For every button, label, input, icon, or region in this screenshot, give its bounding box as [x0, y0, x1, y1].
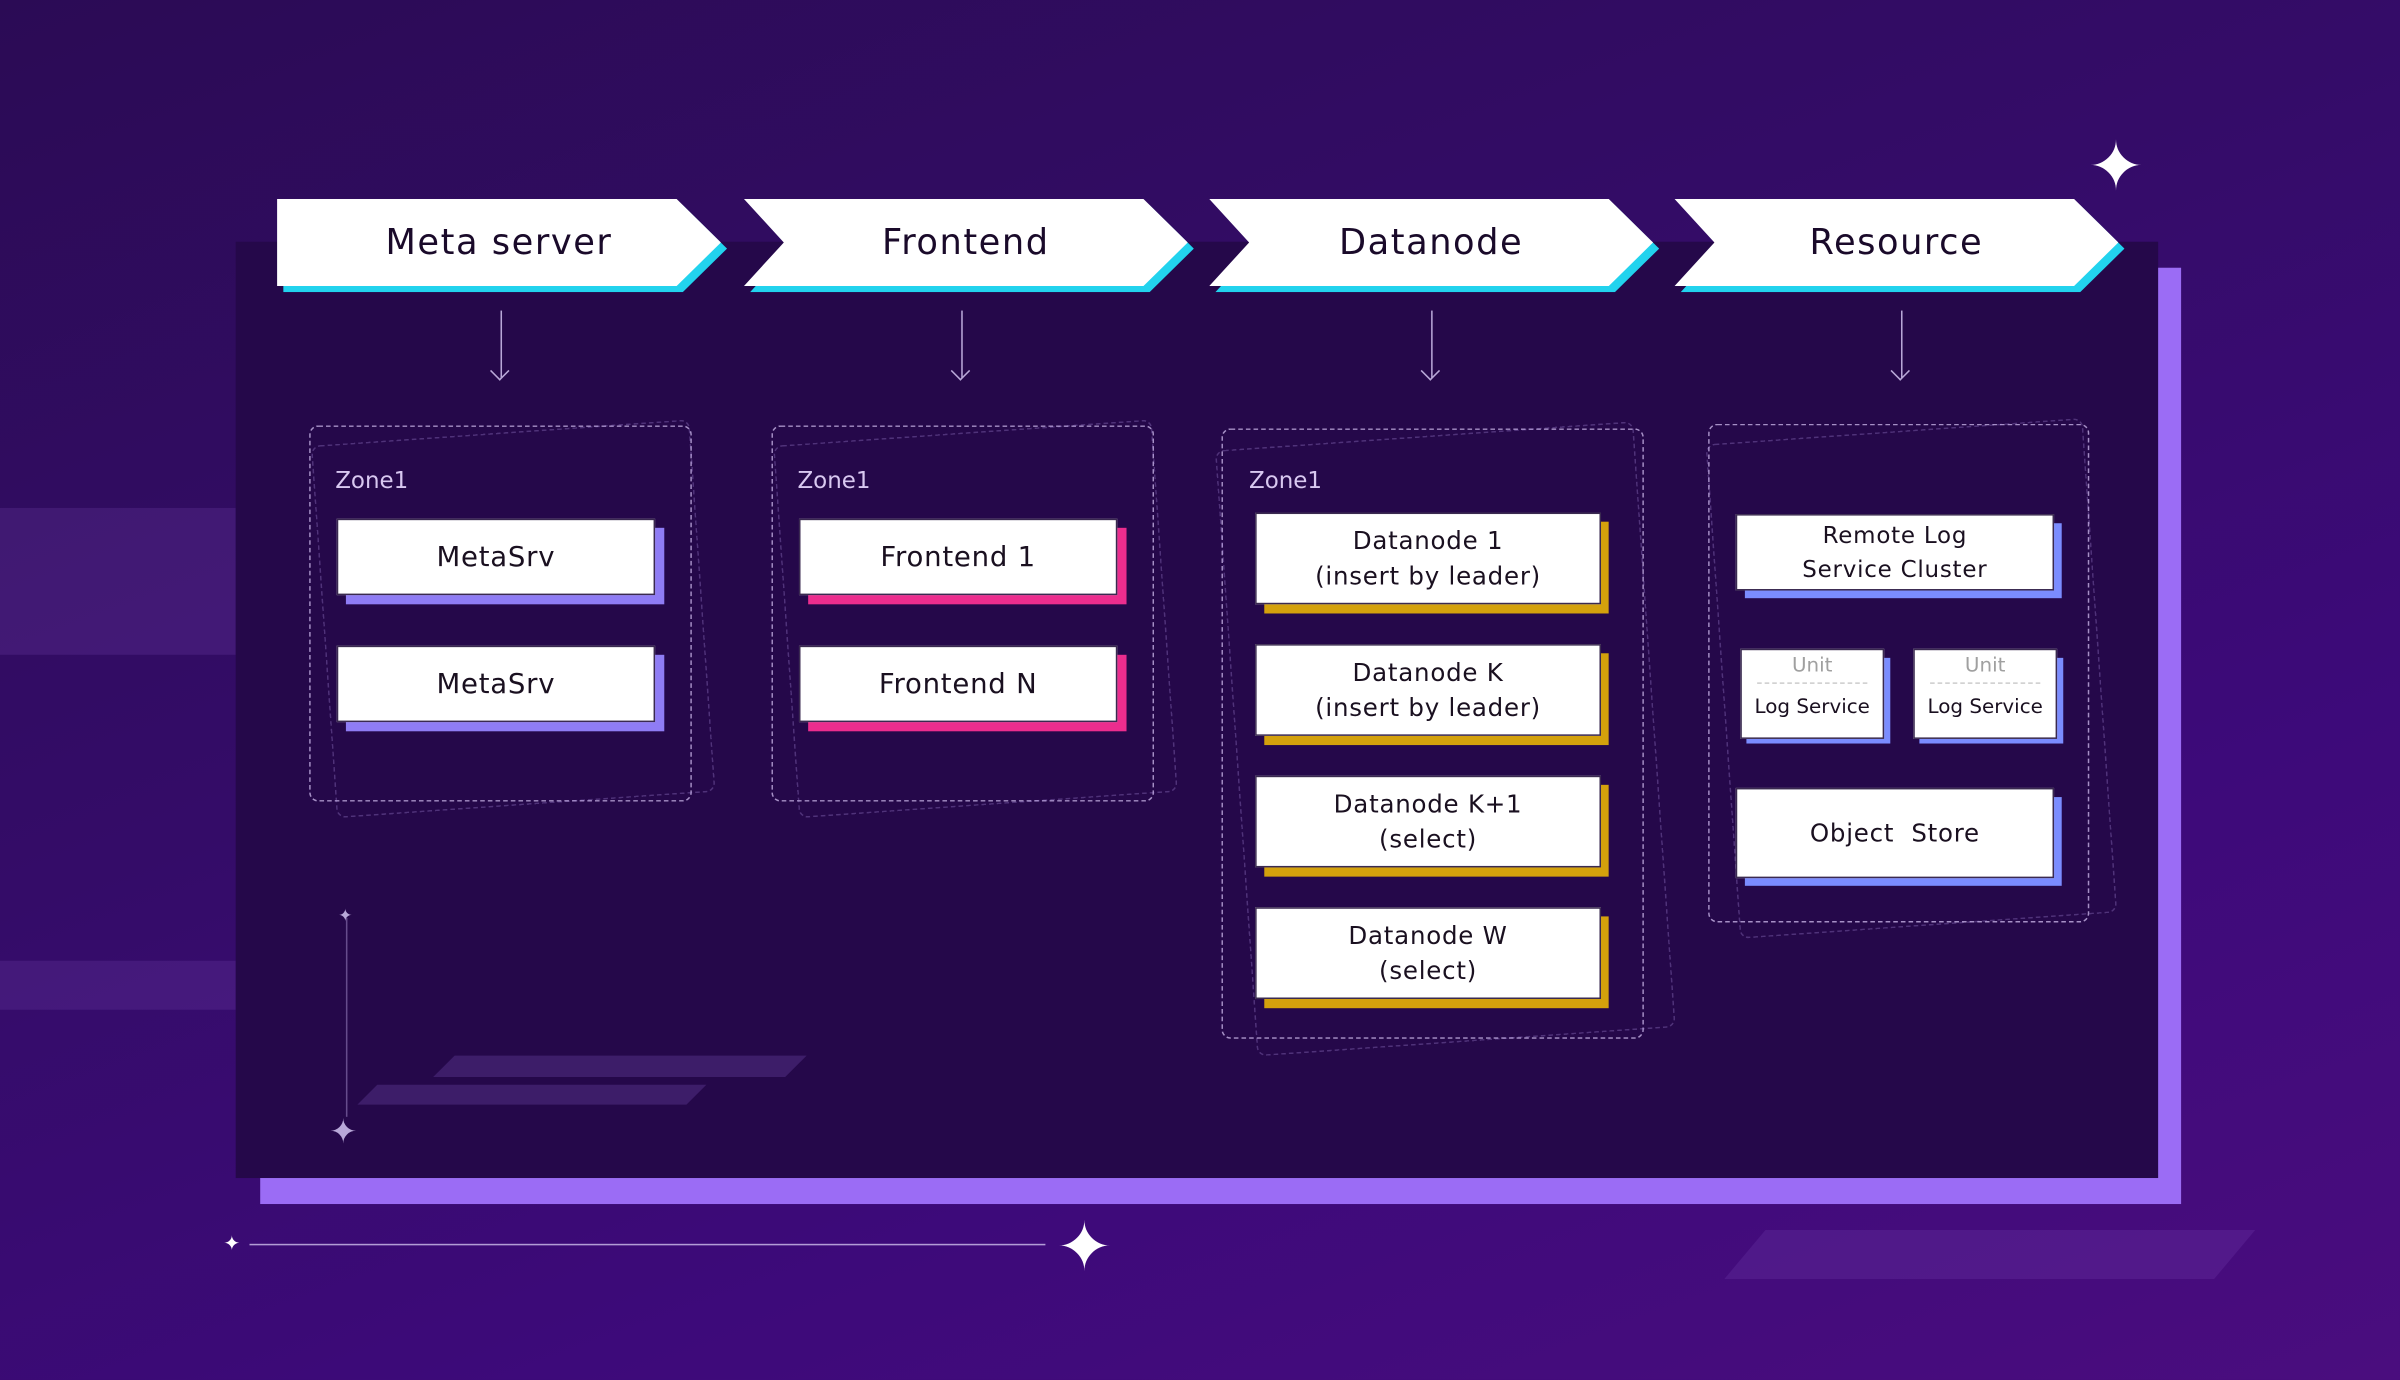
decor-bar	[357, 1084, 707, 1105]
header-datanode: Datanode	[1209, 198, 1660, 293]
zone-label: Zone1	[335, 466, 409, 495]
metasrv-node: MetaSrv	[336, 645, 656, 723]
zone-label: Zone1	[797, 466, 871, 495]
background-stripe	[0, 507, 236, 655]
background-stripe	[0, 960, 236, 1010]
zone-resource	[1705, 417, 2118, 939]
datanode-node: Datanode K (insert by leader)	[1255, 644, 1602, 736]
node-name: Datanode K+1	[1333, 789, 1523, 819]
sparkle-icon: ✦	[223, 1233, 241, 1257]
sparkle-icon: ✦	[338, 905, 353, 926]
decor-bar	[433, 1055, 807, 1078]
datanode-node: Datanode K+1 (select)	[1255, 775, 1602, 868]
cluster-label: Service Cluster	[1802, 555, 1988, 583]
sparkle-icon: ✦	[2087, 128, 2145, 207]
cluster-label: Remote Log	[1822, 521, 1968, 550]
node-role: (select)	[1379, 824, 1478, 854]
decor-line	[345, 917, 348, 1117]
header-meta-server: Meta server	[277, 198, 728, 293]
node-role: (select)	[1379, 956, 1478, 986]
unit-label: Unit	[1930, 650, 2041, 684]
service-label: Log Service	[1754, 696, 1870, 720]
frontend-node: Frontend 1	[798, 518, 1118, 596]
metasrv-node: MetaSrv	[336, 518, 656, 596]
background-stripe	[1724, 1230, 2256, 1279]
service-label: Log Service	[1927, 696, 2043, 720]
frontend-node: Frontend N	[798, 645, 1118, 723]
node-role: (insert by leader)	[1315, 693, 1541, 723]
node-role: (insert by leader)	[1315, 561, 1541, 591]
datanode-node: Datanode 1 (insert by leader)	[1255, 512, 1602, 605]
unit-label: Unit	[1757, 650, 1868, 684]
arrow-down-icon	[500, 310, 503, 378]
decor-line	[249, 1243, 1046, 1246]
zone-label: Zone1	[1248, 466, 1323, 495]
arrow-down-icon	[1431, 310, 1433, 378]
zone-frontend	[771, 419, 1178, 819]
node-name: Datanode W	[1348, 920, 1508, 951]
zone-datanode	[1214, 421, 1676, 1057]
zone-meta	[309, 419, 716, 819]
node-name: Datanode 1	[1352, 526, 1504, 556]
header-resource: Resource	[1674, 198, 2125, 293]
header-frontend: Frontend	[743, 198, 1194, 293]
arrow-down-icon	[1901, 310, 1903, 378]
node-name: Datanode K	[1352, 657, 1504, 687]
sparkle-icon: ✦	[1056, 1208, 1113, 1287]
datanode-node: Datanode W (select)	[1255, 907, 1602, 1000]
arrow-down-icon	[961, 310, 963, 378]
object-store: Object Store	[1735, 787, 2055, 879]
sparkle-icon: ✦	[329, 1113, 358, 1153]
